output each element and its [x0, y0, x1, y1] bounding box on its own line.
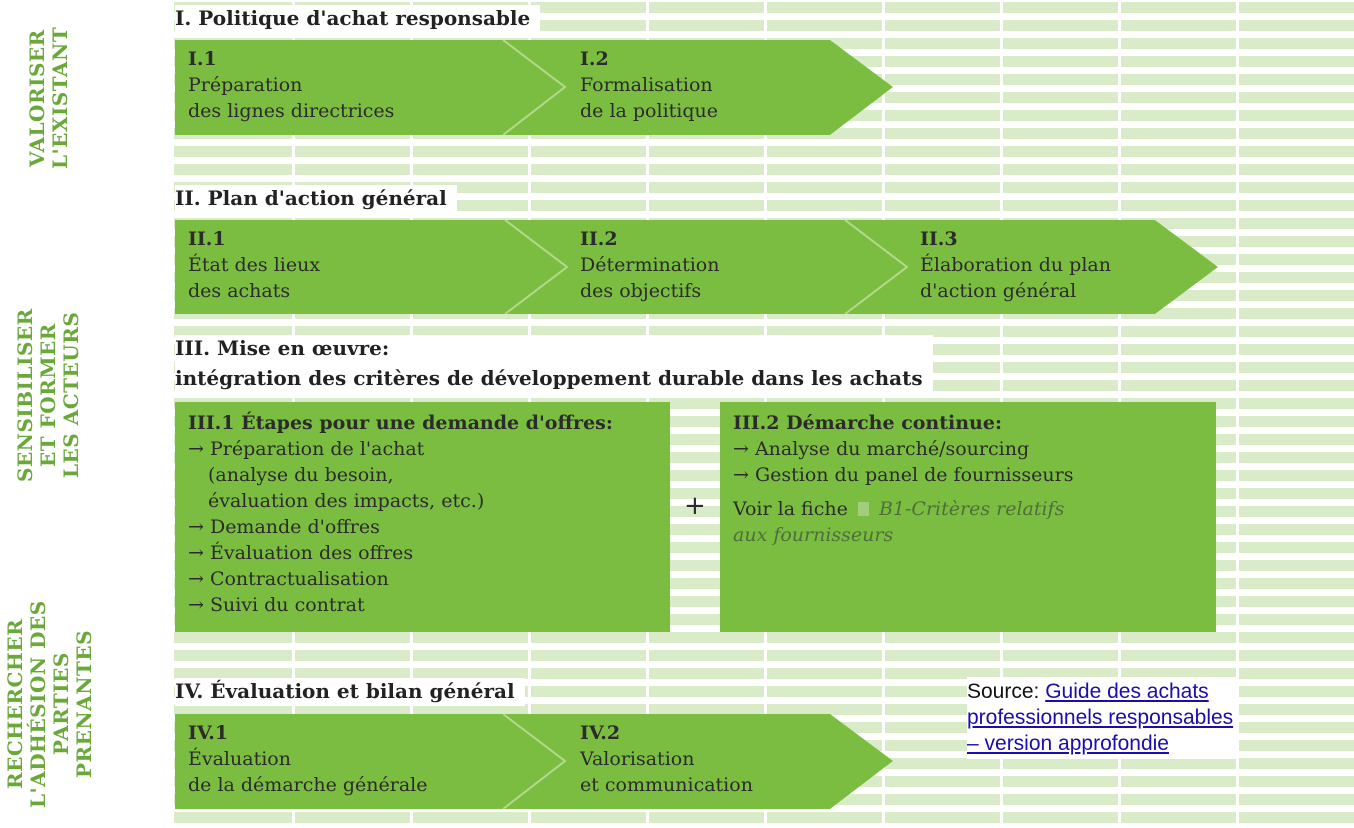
section-2-heading: II. Plan d'action général — [175, 185, 457, 213]
step-code: I.2 — [580, 48, 609, 70]
fiche-prefix: Voir la fiche — [733, 498, 848, 520]
box-item: (analyse du besoin, — [208, 464, 394, 486]
step-II-3: II.3 Élaboration du plan d'action généra… — [920, 226, 1111, 304]
box-item: évaluation des impacts, etc.) — [208, 490, 485, 512]
step-code: II.1 — [188, 228, 226, 250]
section-3-title-line1: III. Mise en œuvre: — [175, 336, 390, 360]
step-IV-2: IV.2 Valorisation et communication — [580, 720, 753, 798]
step-line: Valorisation — [580, 748, 695, 770]
box-item: → Gestion du panel de fournisseurs — [733, 464, 1074, 486]
box-title: III.1 Étapes pour une demande d'offres: — [188, 412, 613, 434]
step-I-1: I.1 Préparation des lignes directrices — [188, 46, 394, 124]
step-line: Élaboration du plan — [920, 254, 1111, 276]
box-item: → Évaluation des offres — [188, 542, 414, 564]
step-line: d'action général — [920, 280, 1077, 302]
fiche-title-line2: aux fournisseurs — [733, 524, 894, 546]
step-II-2: II.2 Détermination des objectifs — [580, 226, 720, 304]
step-code: IV.2 — [580, 722, 621, 744]
side-label-rechercher: RECHERCHER L'ADHÉSION DES PARTIES PRENAN… — [3, 600, 96, 808]
step-II-1: II.1 État des lieux des achats — [188, 226, 320, 304]
step-line: État des lieux — [188, 254, 321, 276]
step-line: des achats — [188, 280, 291, 302]
step-line: Préparation — [188, 74, 303, 96]
section-3-heading: III. Mise en œuvre: intégration des crit… — [175, 335, 933, 393]
step-line: des objectifs — [580, 280, 702, 302]
step-line: de la démarche générale — [188, 774, 428, 796]
source-note: Source: Guide des achats professionnels … — [967, 677, 1239, 759]
box-III-1: III.1 Étapes pour une demande d'offres: … — [175, 402, 670, 632]
fiche-title-line1: B1-Critères relatifs — [878, 498, 1065, 520]
section-1-heading: I. Politique d'achat responsable — [175, 5, 541, 33]
box-item: → Suivi du contrat — [188, 594, 365, 616]
step-IV-1: IV.1 Évaluation de la démarche générale — [188, 720, 428, 798]
step-code: II.3 — [920, 228, 958, 250]
step-code: II.2 — [580, 228, 618, 250]
section-2-arrow — [175, 220, 1218, 314]
source-prefix: Source: — [967, 680, 1040, 703]
step-line: de la politique — [580, 100, 719, 122]
fiche-reference: Voir la fiche B1-Critères relatifs aux f… — [733, 496, 1216, 548]
section-4-arrow — [175, 714, 893, 809]
step-line: Détermination — [580, 254, 720, 276]
step-I-2: I.2 Formalisation de la politique — [580, 46, 718, 124]
box-title: III.2 Démarche continue: — [733, 412, 1002, 434]
box-item: → Analyse du marché/sourcing — [733, 438, 1030, 460]
section-4-heading: IV. Évaluation et bilan général — [175, 678, 525, 706]
step-line: Évaluation — [188, 748, 291, 770]
step-code: IV.1 — [188, 722, 229, 744]
document-icon — [857, 502, 869, 516]
source-link[interactable]: Guide des achats professionnels responsa… — [967, 680, 1234, 755]
box-item: → Préparation de l'achat — [188, 438, 425, 460]
background-column-gap — [1236, 0, 1239, 828]
box-item: → Demande d'offres — [188, 516, 380, 538]
step-line: et communication — [580, 774, 753, 796]
section-1-arrow — [175, 40, 893, 135]
step-line: Formalisation — [580, 74, 713, 96]
step-code: I.1 — [188, 48, 217, 70]
step-line: des lignes directrices — [188, 100, 395, 122]
box-III-2: III.2 Démarche continue: → Analyse du ma… — [720, 402, 1216, 632]
side-label-valoriser: VALORISER L'EXISTANT — [25, 26, 72, 170]
side-label-sensibiliser: SENSIBILISER ET FORMER LES ACTEURS — [13, 308, 83, 482]
box-item: → Contractualisation — [188, 568, 389, 590]
plus-sign: + — [684, 491, 706, 521]
section-3-title-line2: intégration des critères de développemen… — [175, 366, 923, 390]
